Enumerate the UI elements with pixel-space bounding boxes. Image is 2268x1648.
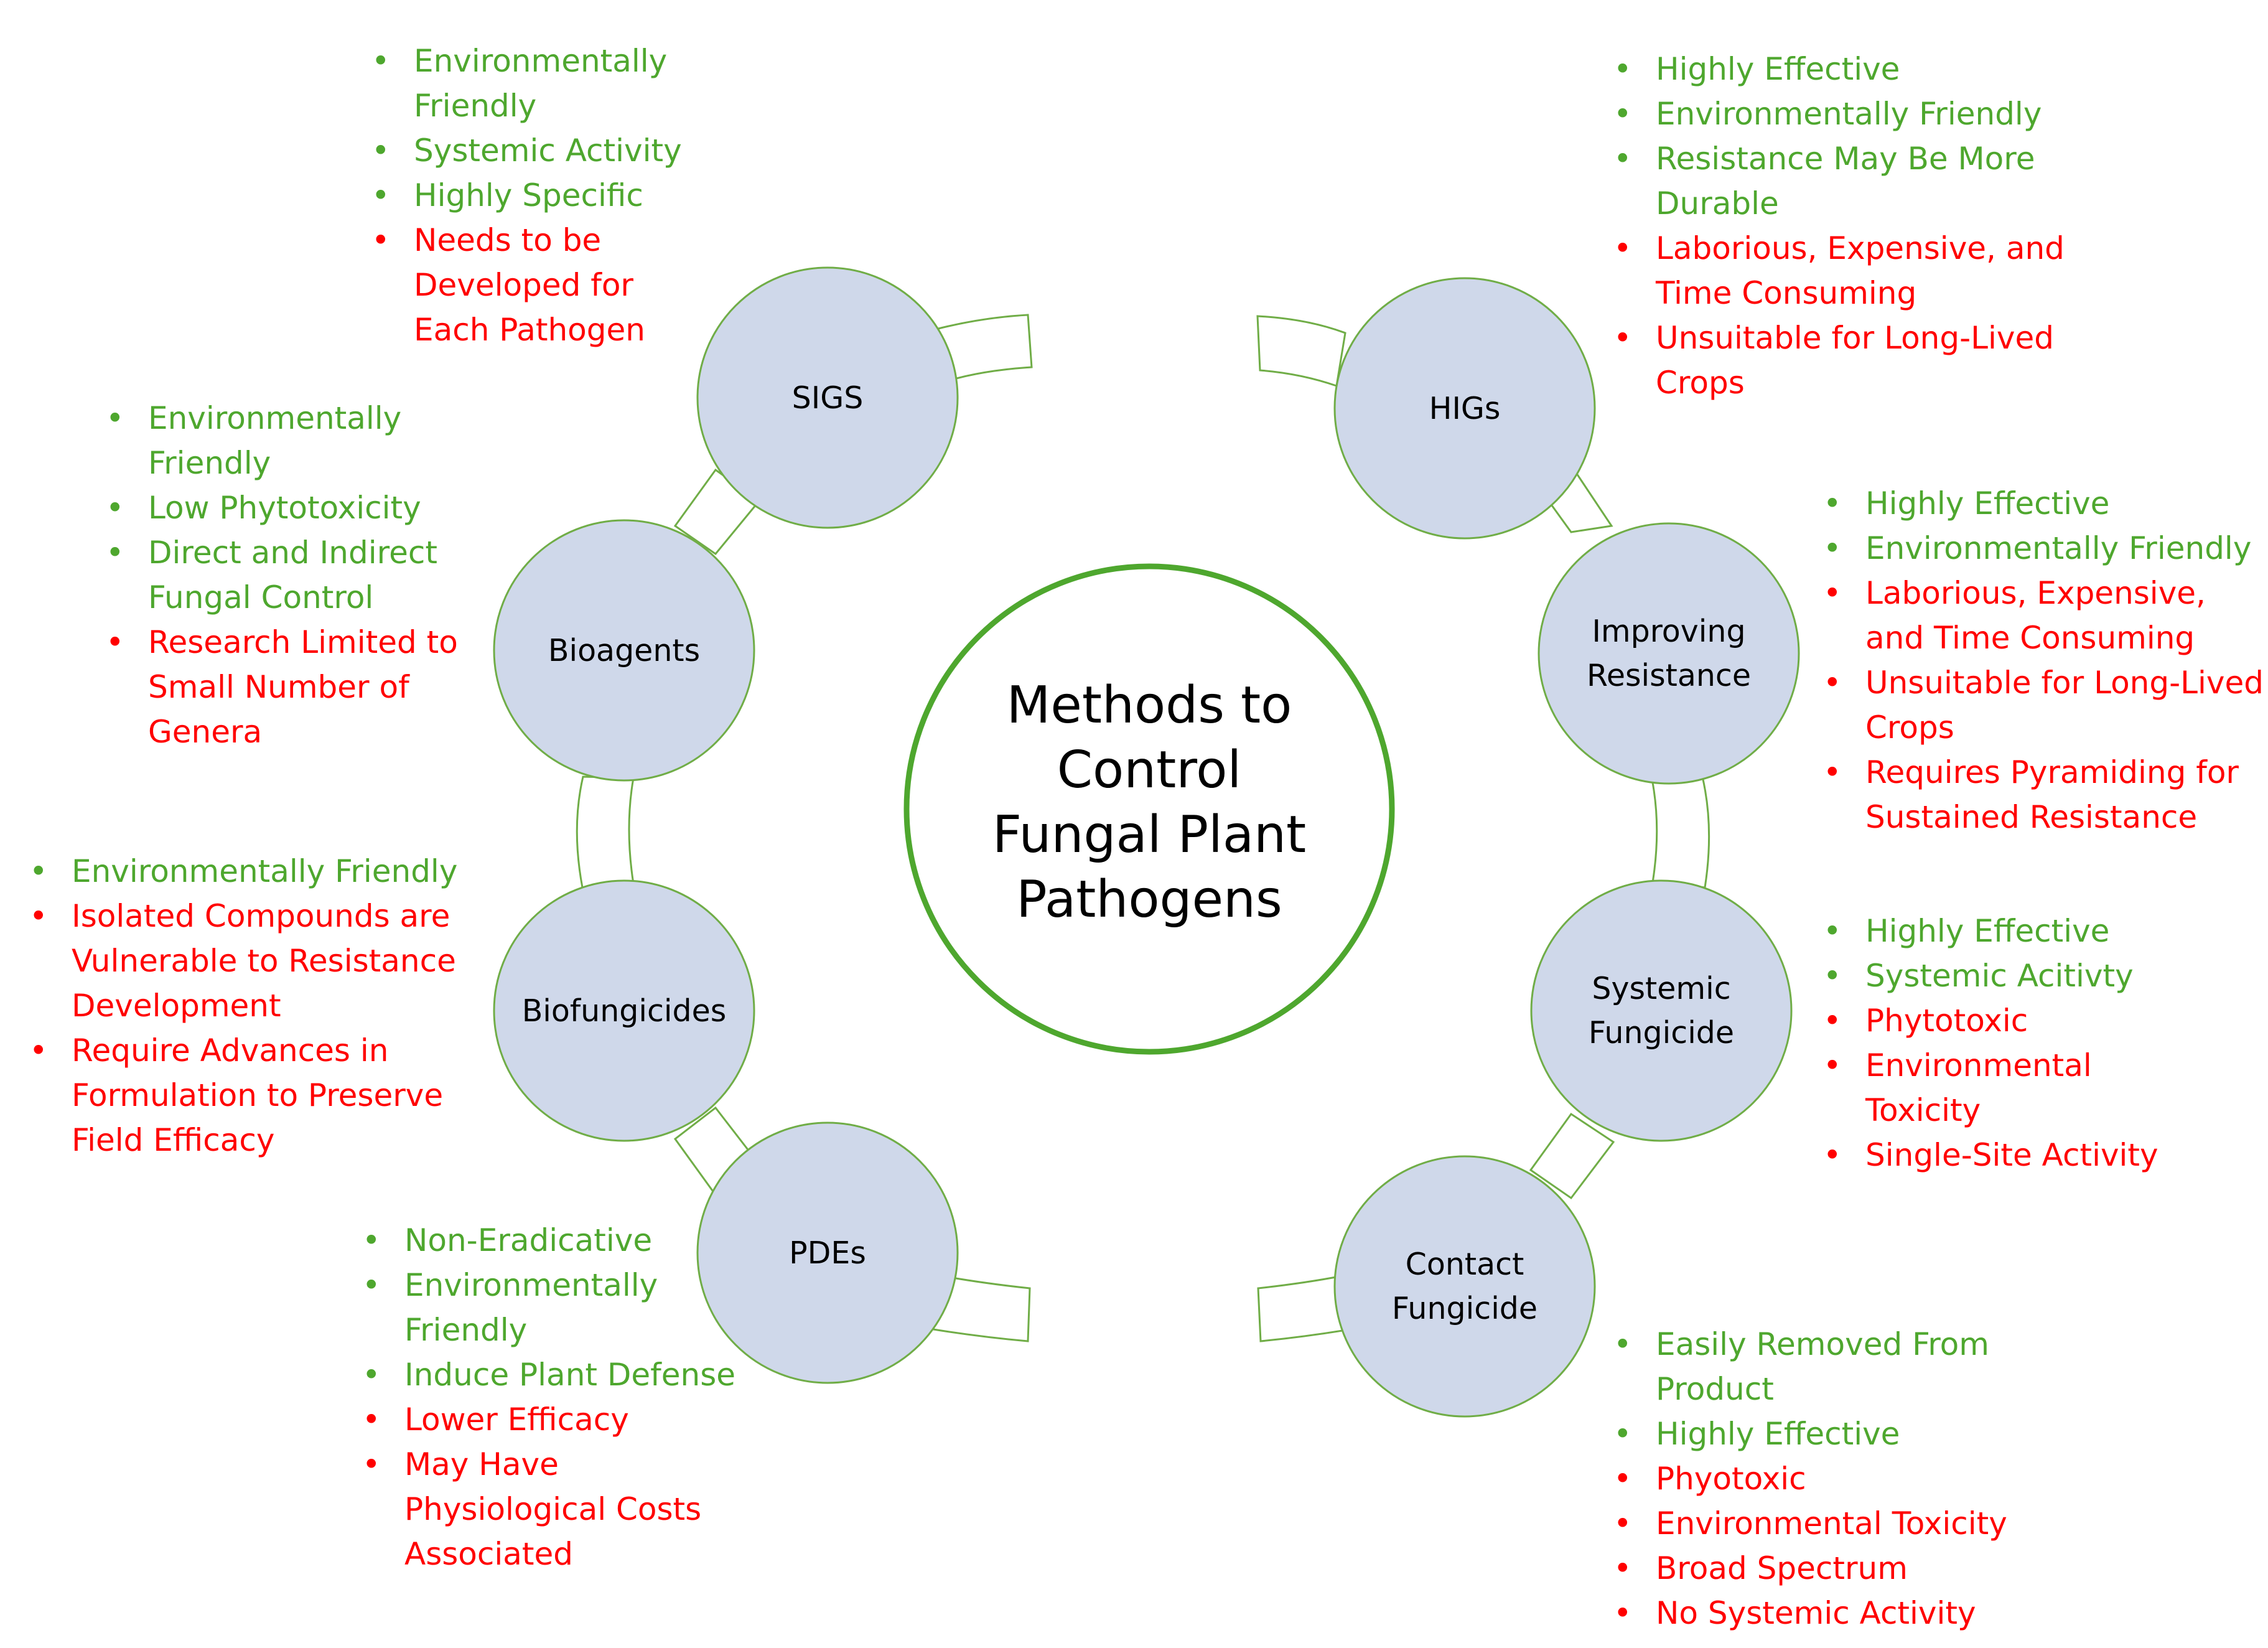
node-label-line: Resistance xyxy=(1586,658,1752,693)
pdes-node-label: PDEs xyxy=(716,1203,940,1303)
node-label-line: HIGs xyxy=(1429,390,1501,426)
ring-connectors xyxy=(576,314,1710,1342)
list-item: Highly Effective xyxy=(1612,1412,2010,1456)
list-item: Environmental Toxicity xyxy=(1822,1043,2170,1133)
list-item: Highly Effective xyxy=(1612,47,2129,91)
center-title-line: Control xyxy=(1057,741,1242,800)
list-item: Environmentally Friendly xyxy=(361,1263,759,1352)
list-item: Highly Effective xyxy=(1822,481,2267,526)
list-item: Requires Pyramiding for Sustained Resist… xyxy=(1822,750,2267,840)
center-title-line: Methods to xyxy=(1006,676,1292,735)
higs-points-list: Highly Effective Environmentally Friendl… xyxy=(1612,47,2129,405)
list-item: Unsuitable for Long-Lived Crops xyxy=(1822,660,2267,750)
bioagents-points-list: Environmentally Friendly Low Phytotoxici… xyxy=(105,396,465,754)
center-title-line: Pathogens xyxy=(1016,870,1282,929)
list-item: Environmentally Friendly xyxy=(1612,91,2129,136)
list-item: Lower Efficacy xyxy=(361,1397,759,1442)
list-item: Require Advances in Formulation to Prese… xyxy=(28,1028,464,1163)
sigs-points-list: Environmentally Friendly Systemic Activi… xyxy=(370,39,694,352)
sigs-node-circle xyxy=(696,266,959,529)
list-item: Laborious, Expensive, and Time Consuming xyxy=(1612,226,2129,316)
list-item: Environmentally Friendly xyxy=(370,39,694,128)
list-item: Laborious, Expensive, and Time Consuming xyxy=(1822,571,2267,660)
bioagents-node-label: Bioagents xyxy=(512,601,736,700)
node-label-line: Fungicide xyxy=(1391,1291,1538,1326)
list-item: Needs to be Developed for Each Pathogen xyxy=(370,218,694,352)
higs-node-circle xyxy=(1333,277,1596,540)
list-item: Highly Effective xyxy=(1822,909,2170,953)
center-title: Methods to Control Fungal Plant Pathogen… xyxy=(963,647,1336,958)
node-label-line: Bioagents xyxy=(548,632,701,668)
list-item: Resistance May Be More Durable xyxy=(1612,136,2129,226)
higs-node-label: HIGs xyxy=(1353,358,1577,458)
list-item: Single-Site Activity xyxy=(1822,1133,2170,1177)
list-item: Non-Eradicative xyxy=(361,1218,759,1263)
list-item: Systemic Acitivty xyxy=(1822,953,2170,998)
center-title-line: Fungal Plant xyxy=(992,805,1307,864)
list-item: Environmental Toxicity xyxy=(1612,1501,2010,1546)
improving-resistance-node-circle xyxy=(1538,522,1800,785)
list-item: Easily Removed From Product xyxy=(1612,1322,2010,1412)
list-item: Phyotoxic xyxy=(1612,1456,2010,1501)
improving-resistance-points-list: Highly Effective Environmentally Friendl… xyxy=(1822,481,2267,840)
contact-fungicide-points-list: Easily Removed From Product Highly Effec… xyxy=(1612,1322,2010,1636)
node-label-line: SIGS xyxy=(791,380,864,416)
connector-improving-systemic xyxy=(1651,775,1710,889)
connector-bioagents-biofungicides xyxy=(576,775,635,889)
node-label-line: Systemic xyxy=(1592,971,1731,1006)
list-item: Research Limited to Small Number of Gene… xyxy=(105,620,465,754)
list-item: Phytotoxic xyxy=(1822,998,2170,1043)
list-item: No Systemic Activity xyxy=(1612,1591,2010,1636)
biofungicides-points-list: Environmentally Friendly Isolated Compou… xyxy=(28,849,464,1163)
node-label-line: PDEs xyxy=(789,1235,866,1271)
list-item: Low Phytotoxicity xyxy=(105,485,465,530)
biofungicides-node-label: Biofungicides xyxy=(512,961,736,1060)
list-item: Broad Spectrum xyxy=(1612,1546,2010,1591)
pdes-points-list: Non-Eradicative Environmentally Friendly… xyxy=(361,1218,759,1576)
list-item: Direct and Indirect Fungal Control xyxy=(105,530,465,620)
list-item: Isolated Compounds are Vulnerable to Res… xyxy=(28,894,464,1028)
connector-pdes-to-open-right xyxy=(932,1275,1031,1342)
list-item: Environmentally Friendly xyxy=(105,396,465,485)
contact-fungicide-node-label: Contact Fungicide xyxy=(1353,1237,1577,1336)
list-item: May Have Physiological Costs Associated xyxy=(361,1442,759,1576)
list-item: Environmentally Friendly xyxy=(1822,526,2267,571)
node-label-line: Contact xyxy=(1405,1247,1524,1282)
center-circle xyxy=(903,563,1395,1055)
biofungicides-node-circle xyxy=(493,879,755,1142)
node-label-line: Biofungicides xyxy=(521,993,727,1029)
systemic-fungicide-node-label: Systemic Fungicide xyxy=(1549,961,1773,1060)
connector-contact-to-open-left xyxy=(1257,1275,1351,1342)
list-item: Environmentally Friendly xyxy=(28,849,464,894)
bioagents-node-circle xyxy=(493,519,755,782)
list-item: Highly Specific xyxy=(370,173,694,218)
list-item: Induce Plant Defense xyxy=(361,1352,759,1397)
node-label-line: Improving xyxy=(1592,614,1746,649)
systemic-fungicide-node-circle xyxy=(1530,879,1793,1142)
node-label-line: Fungicide xyxy=(1588,1015,1735,1051)
improving-resistance-node-label: Improving Resistance xyxy=(1557,604,1781,703)
connector-higs-to-open-left xyxy=(1256,315,1346,387)
connector-systemic-contact xyxy=(1529,1112,1615,1200)
contact-fungicide-node-circle xyxy=(1333,1155,1596,1418)
connector-sigs-to-open-right xyxy=(937,314,1033,382)
systemic-fungicide-points-list: Highly Effective Systemic Acitivty Phyto… xyxy=(1822,909,2170,1177)
sigs-node-label: SIGS xyxy=(716,348,940,447)
list-item: Systemic Activity xyxy=(370,128,694,173)
list-item: Unsuitable for Long-Lived Crops xyxy=(1612,316,2129,405)
